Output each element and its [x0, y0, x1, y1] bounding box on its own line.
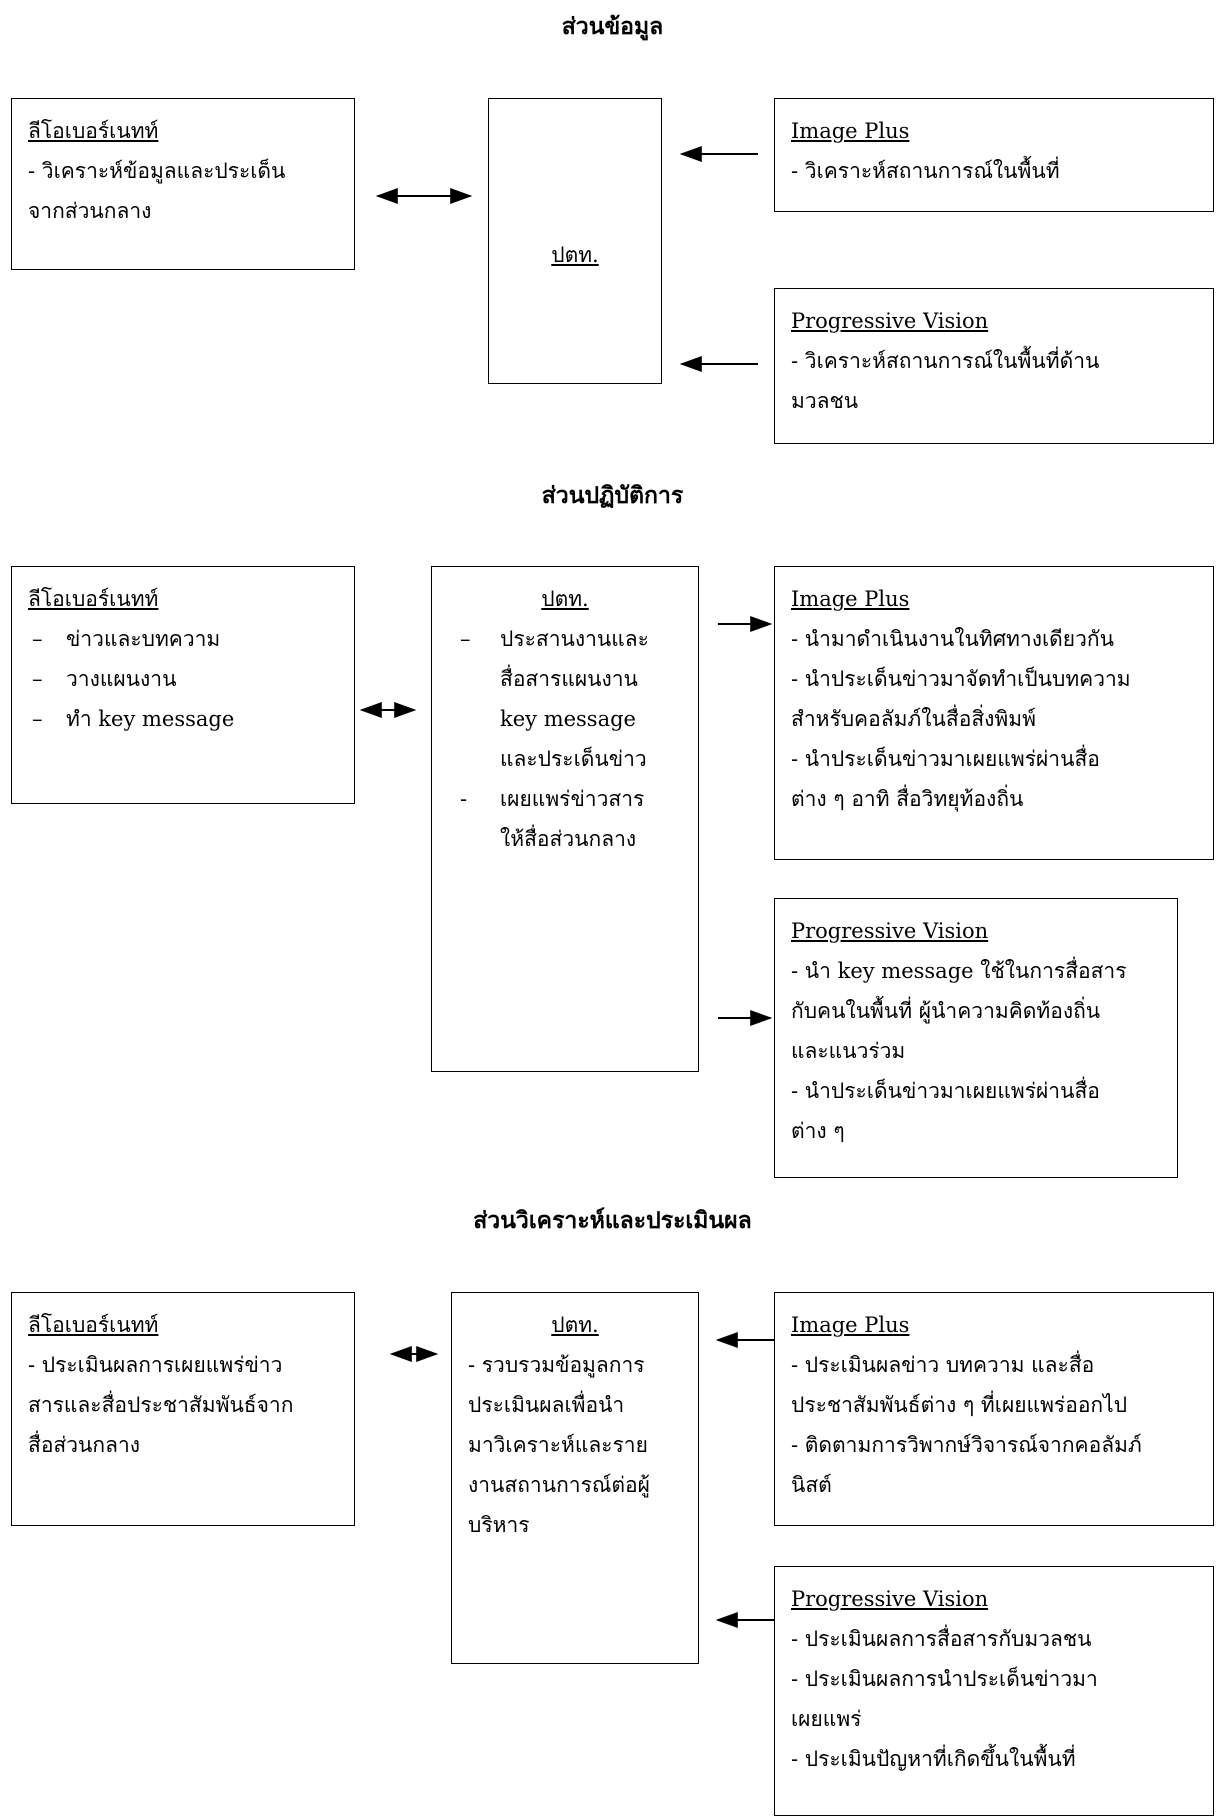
section-heading-info: ส่วนข้อมูล: [561, 13, 664, 40]
an-center-line: - รวบรวมข้อมูลการ: [468, 1353, 645, 1377]
info-pv-line: - วิเคราะห์สถานการณ์ในพื้นที่ด้าน: [791, 349, 1100, 373]
section-heading-analysis: ส่วนวิเคราะห์และประเมินผล: [473, 1207, 752, 1234]
info-leo-line: จากส่วนกลาง: [28, 199, 152, 223]
an-leo-line: - ประเมินผลการเผยแพร่ข่าว: [28, 1353, 283, 1377]
section-heading-operation: ส่วนปฏิบัติการ: [541, 482, 684, 509]
op-pv-line: ต่าง ๆ: [791, 1119, 845, 1143]
op-image-line: ต่าง ๆ อาทิ สื่อวิทยุท้องถิ่น: [791, 787, 1024, 811]
op-pv-line: และแนวร่วม: [791, 1039, 906, 1063]
op-pv-line: - นำ key message ใช้ในการสื่อสาร: [791, 959, 1127, 983]
an-image-line: นิสต์: [791, 1473, 832, 1497]
info-leo-line: - วิเคราะห์ข้อมูลและประเด็น: [28, 159, 286, 183]
an-pv-line: - ประเมินผลการนำประเด็นข่าวมา: [791, 1667, 1098, 1691]
op-leo-title: ลีโอเบอร์เนทท์: [28, 587, 159, 611]
info-pv-box: Progressive Vision - วิเคราะห์สถานการณ์ใ…: [774, 288, 1214, 444]
op-pv-box: Progressive Vision - นำ key message ใช้ใ…: [774, 898, 1178, 1178]
op-image-box: Image Plus - นำมาดำเนินงานในทิศทางเดียวก…: [774, 566, 1214, 860]
info-pv-title: Progressive Vision: [791, 309, 989, 333]
an-pv-line: - ประเมินปัญหาที่เกิดขึ้นในพื้นที่: [791, 1747, 1076, 1771]
op-image-line: สำหรับคอลัมภ์ในสื่อสิ่งพิมพ์: [791, 707, 1036, 731]
op-image-title: Image Plus: [791, 587, 910, 611]
op-center-bullet: - เผยแพร่ข่าวสาร ให้สื่อส่วนกลาง: [460, 787, 645, 851]
info-center-title: ปตท.: [551, 243, 599, 267]
op-leo-bullet: –วางแผนงาน: [32, 667, 177, 691]
info-image-box: Image Plus - วิเคราะห์สถานการณ์ในพื้นที่: [774, 98, 1214, 212]
an-pv-title: Progressive Vision: [791, 1587, 989, 1611]
an-leo-line: สารและสื่อประชาสัมพันธ์จาก: [28, 1393, 294, 1417]
info-pv-line: มวลชน: [791, 389, 859, 413]
an-image-title: Image Plus: [791, 1313, 910, 1337]
an-leo-line: สื่อส่วนกลาง: [28, 1433, 141, 1457]
an-center-line: งานสถานการณ์ต่อผู้: [468, 1473, 650, 1497]
an-leo-title: ลีโอเบอร์เนทท์: [28, 1313, 159, 1337]
an-pv-line: - ประเมินผลการสื่อสารกับมวลชน: [791, 1627, 1092, 1651]
op-leo-box: ลีโอเบอร์เนทท์ –ข่าวและบทความ –วางแผนงาน…: [11, 566, 355, 804]
op-center-bullet: – ประสานงานและ สื่อสารแผนงาน key message…: [460, 627, 649, 771]
info-image-title: Image Plus: [791, 119, 910, 143]
an-image-line: - ประเมินผลข่าว บทความ และสื่อ: [791, 1353, 1095, 1377]
op-center-title: ปตท.: [541, 587, 589, 611]
info-leo-box: ลีโอเบอร์เนทท์ - วิเคราะห์ข้อมูลและประเด…: [11, 98, 355, 270]
info-center-box: ปตท.: [488, 98, 662, 384]
op-pv-title: Progressive Vision: [791, 919, 989, 943]
info-image-line: - วิเคราะห์สถานการณ์ในพื้นที่: [791, 159, 1060, 183]
an-center-box: ปตท. - รวบรวมข้อมูลการ ประเมินผลเพื่อนำ …: [451, 1292, 699, 1664]
op-center-box: ปตท. – ประสานงานและ สื่อสารแผนงาน key me…: [431, 566, 699, 1072]
an-image-line: ประชาสัมพันธ์ต่าง ๆ ที่เผยแพร่ออกไป: [791, 1393, 1128, 1417]
an-center-title: ปตท.: [551, 1313, 599, 1337]
op-image-line: - นำมาดำเนินงานในทิศทางเดียวกัน: [791, 627, 1114, 651]
op-leo-bullet: –ทำ key message: [32, 707, 235, 731]
an-leo-box: ลีโอเบอร์เนทท์ - ประเมินผลการเผยแพร่ข่าว…: [11, 1292, 355, 1526]
op-leo-bullet: –ข่าวและบทความ: [32, 627, 221, 651]
an-pv-box: Progressive Vision - ประเมินผลการสื่อสาร…: [774, 1566, 1214, 1816]
op-image-line: - นำประเด็นข่าวมาเผยแพร่ผ่านสื่อ: [791, 747, 1100, 771]
an-center-line: บริหาร: [468, 1513, 530, 1537]
an-center-line: มาวิเคราะห์และราย: [468, 1433, 648, 1457]
op-pv-line: กับคนในพื้นที่ ผู้นำความคิดท้องถิ่น: [791, 999, 1101, 1023]
op-image-line: - นำประเด็นข่าวมาจัดทำเป็นบทความ: [791, 667, 1131, 691]
an-center-line: ประเมินผลเพื่อนำ: [468, 1393, 625, 1417]
an-image-box: Image Plus - ประเมินผลข่าว บทความ และสื่…: [774, 1292, 1214, 1526]
an-pv-line: เผยแพร่: [791, 1707, 862, 1731]
op-pv-line: - นำประเด็นข่าวมาเผยแพร่ผ่านสื่อ: [791, 1079, 1100, 1103]
an-image-line: - ติดตามการวิพากษ์วิจารณ์จากคอลัมภ์: [791, 1433, 1142, 1457]
info-leo-title: ลีโอเบอร์เนทท์: [28, 119, 159, 143]
